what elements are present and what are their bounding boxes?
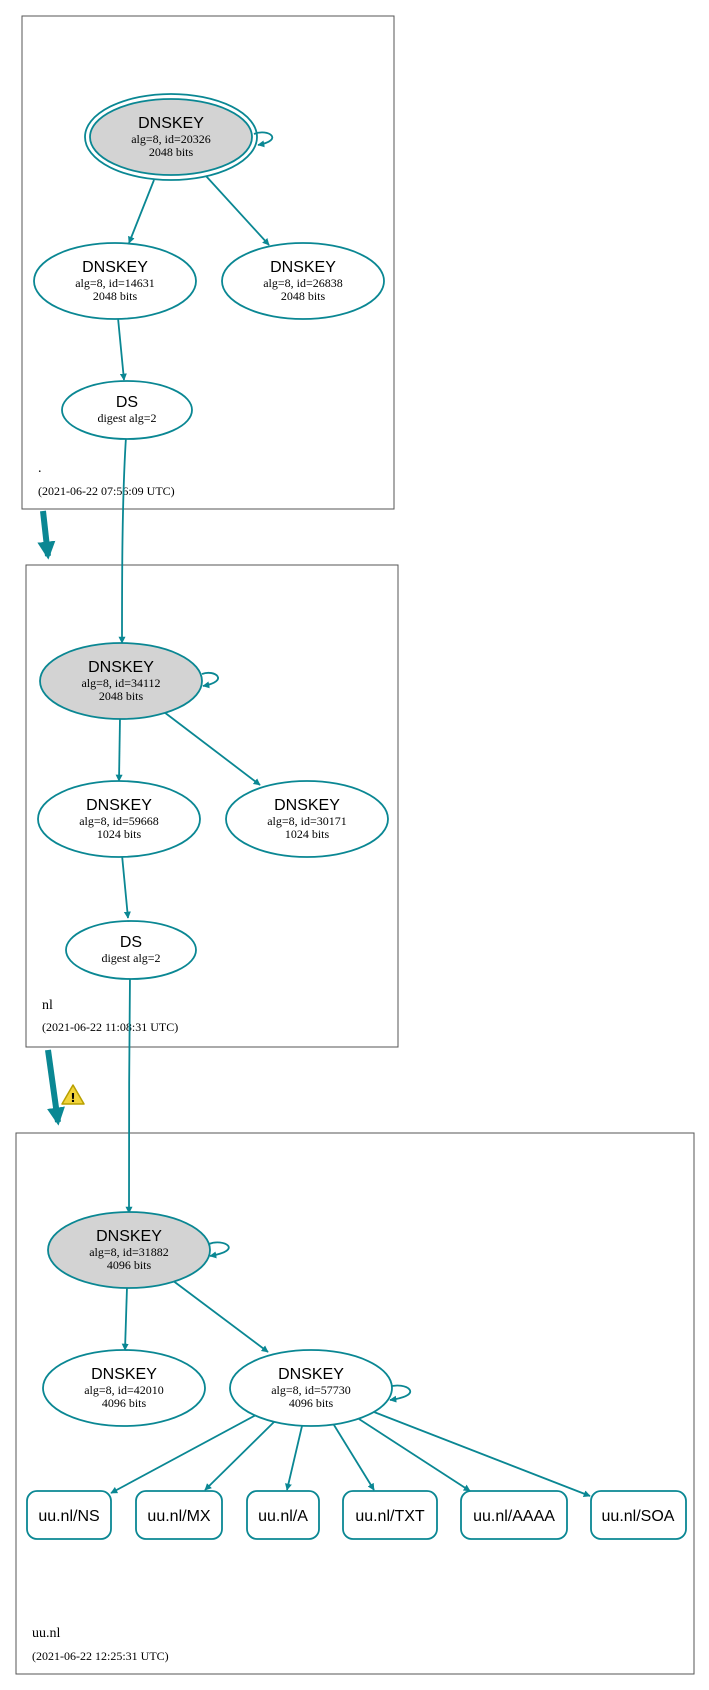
edge-uunl-zsk-self — [388, 1384, 411, 1403]
zone-nl-name: nl — [42, 998, 53, 1013]
node-uunl-ksk-detail: alg=8, id=31882 — [89, 1245, 169, 1259]
edge-root-ksk-zsk1 — [128, 179, 155, 244]
zone-root-name: . — [38, 461, 42, 476]
node-root-zsk1-type: DNSKEY — [82, 259, 148, 276]
node-uunl-ksk-type: DNSKEY — [96, 1228, 162, 1245]
rrset-aaaa-label: uu.nl/AAAA — [473, 1508, 555, 1525]
delegation-root-nl — [37, 510, 56, 560]
node-root-zsk2-bits: 2048 bits — [281, 289, 326, 303]
node-root-ds-detail: digest alg=2 — [97, 411, 156, 425]
edge-uunl-ksk-self — [208, 1241, 230, 1259]
edge-nl-ksk-self — [201, 671, 219, 689]
edge-uunl-ksk-zsk — [171, 1279, 269, 1353]
rrset-ns-label: uu.nl/NS — [38, 1508, 99, 1525]
edge-nl-ksk-zsk2 — [163, 711, 261, 786]
node-nl-ksk-bits: 2048 bits — [99, 689, 144, 703]
rrset-ns[interactable]: uu.nl/NS — [26, 1490, 112, 1540]
node-nl-ds-detail: digest alg=2 — [101, 951, 160, 965]
rrset-txt[interactable]: uu.nl/TXT — [342, 1490, 438, 1540]
node-nl-ds-type: DS — [120, 934, 142, 951]
node-uunl-key2-bits: 4096 bits — [102, 1396, 147, 1410]
rrset-soa[interactable]: uu.nl/SOA — [590, 1490, 687, 1540]
node-nl-zsk1-type: DNSKEY — [86, 797, 152, 814]
node-uunl-zsk[interactable]: DNSKEY alg=8, id=57730 4096 bits — [229, 1349, 393, 1427]
node-root-zsk2[interactable]: DNSKEY alg=8, id=26838 2048 bits — [221, 242, 385, 320]
node-root-ksk[interactable]: DNSKEY alg=8, id=20326 2048 bits — [84, 93, 258, 181]
node-root-ksk-bits: 2048 bits — [149, 145, 194, 159]
edge-nl-zsk1-ds — [121, 854, 131, 919]
node-root-ds-type: DS — [116, 394, 138, 411]
edge-uunl-zsk-ns — [110, 1414, 257, 1494]
edge-root-ksk-zsk2 — [205, 175, 270, 246]
node-uunl-key2-detail: alg=8, id=42010 — [84, 1383, 164, 1397]
delegation-nl-uunl — [45, 1049, 65, 1126]
edge-uunl-zsk-aaaa — [358, 1418, 471, 1492]
node-nl-zsk2-bits: 1024 bits — [285, 827, 330, 841]
node-nl-zsk1-detail: alg=8, id=59668 — [79, 814, 159, 828]
edge-uunl-ksk-key2 — [121, 1286, 129, 1351]
node-nl-zsk2-detail: alg=8, id=30171 — [267, 814, 347, 828]
rrset-txt-label: uu.nl/TXT — [355, 1508, 425, 1525]
node-uunl-zsk-detail: alg=8, id=57730 — [271, 1383, 351, 1397]
node-uunl-zsk-bits: 4096 bits — [289, 1396, 334, 1410]
svg-text:!: ! — [70, 1091, 75, 1105]
node-uunl-ksk-bits: 4096 bits — [107, 1258, 152, 1272]
rrset-mx[interactable]: uu.nl/MX — [135, 1490, 223, 1540]
zone-uunl-name: uu.nl — [32, 1626, 61, 1641]
node-root-zsk2-type: DNSKEY — [270, 259, 336, 276]
edges — [37, 131, 591, 1497]
node-root-zsk2-detail: alg=8, id=26838 — [263, 276, 343, 290]
node-nl-zsk1-bits: 1024 bits — [97, 827, 142, 841]
edge-uunl-zsk-mx — [204, 1421, 275, 1491]
node-nl-zsk1[interactable]: DNSKEY alg=8, id=59668 1024 bits — [37, 780, 201, 858]
node-uunl-ksk[interactable]: DNSKEY alg=8, id=31882 4096 bits — [47, 1211, 211, 1289]
node-uunl-key2-type: DNSKEY — [91, 1366, 157, 1383]
edge-root-ds-nl-ksk — [118, 436, 127, 644]
edge-nl-ds-uunl-ksk — [125, 973, 133, 1214]
zone-root-timestamp: (2021-06-22 07:56:09 UTC) — [38, 484, 175, 498]
node-uunl-zsk-type: DNSKEY — [278, 1366, 344, 1383]
node-nl-zsk2[interactable]: DNSKEY alg=8, id=30171 1024 bits — [225, 780, 389, 858]
node-nl-ds[interactable]: DS digest alg=2 — [65, 920, 197, 980]
warning-triangle-icon: ! — [61, 1084, 85, 1105]
node-nl-ksk[interactable]: DNSKEY alg=8, id=34112 2048 bits — [39, 642, 203, 720]
node-root-zsk1[interactable]: DNSKEY alg=8, id=14631 2048 bits — [33, 242, 197, 320]
rrset-soa-label: uu.nl/SOA — [602, 1508, 675, 1525]
rrset-a-label: uu.nl/A — [258, 1508, 308, 1525]
edge-uunl-zsk-a — [285, 1425, 303, 1491]
node-root-zsk1-detail: alg=8, id=14631 — [75, 276, 155, 290]
node-nl-ksk-type: DNSKEY — [88, 659, 154, 676]
node-nl-zsk2-type: DNSKEY — [274, 797, 340, 814]
node-root-ksk-type: DNSKEY — [138, 115, 204, 132]
node-root-zsk1-bits: 2048 bits — [93, 289, 138, 303]
zone-uunl-timestamp: (2021-06-22 12:25:31 UTC) — [32, 1649, 169, 1663]
node-root-ds[interactable]: DS digest alg=2 — [61, 380, 193, 440]
zone-nl-timestamp: (2021-06-22 11:08:31 UTC) — [42, 1020, 178, 1034]
rrset-mx-label: uu.nl/MX — [147, 1508, 210, 1525]
node-nl-ksk-detail: alg=8, id=34112 — [81, 676, 160, 690]
edge-uunl-zsk-soa — [373, 1411, 591, 1497]
edge-uunl-zsk-txt — [333, 1424, 375, 1491]
edge-root-zsk1-ds — [117, 317, 127, 381]
rrset-a[interactable]: uu.nl/A — [246, 1490, 320, 1540]
node-root-ksk-detail: alg=8, id=20326 — [131, 132, 211, 146]
rrset-aaaa[interactable]: uu.nl/AAAA — [460, 1490, 568, 1540]
edge-nl-ksk-zsk1 — [115, 717, 123, 782]
node-uunl-key2[interactable]: DNSKEY alg=8, id=42010 4096 bits — [42, 1349, 206, 1427]
